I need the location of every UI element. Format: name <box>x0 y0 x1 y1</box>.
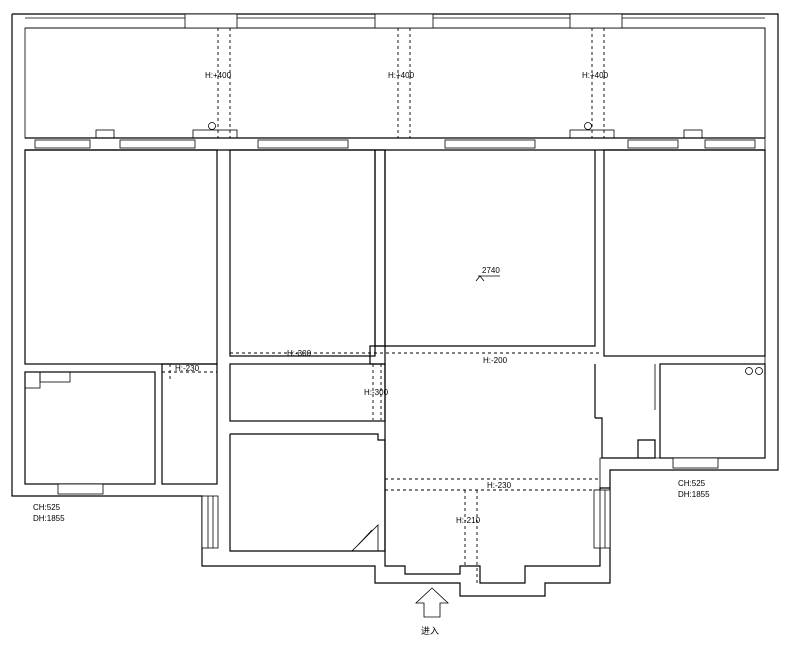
entry-area <box>384 364 610 584</box>
hall-corridor <box>229 363 386 422</box>
balcony-window-1 <box>184 13 238 29</box>
corridor-left <box>161 363 218 485</box>
bedroom-left <box>24 149 218 365</box>
right-window-dh-label: DH:1855 <box>678 490 710 499</box>
balcony-window-3 <box>569 13 623 29</box>
balcony-ceiling-label-2: H:+400 <box>388 71 415 80</box>
entrance-arrow-icon <box>414 587 450 618</box>
left-window-ch-label: CH:525 <box>33 503 61 512</box>
bedroom-middle <box>229 149 376 357</box>
outer-wall <box>11 13 779 597</box>
balcony-window-2 <box>374 13 434 29</box>
living-room <box>384 150 596 347</box>
entrance-label: 进入 <box>421 626 439 636</box>
bathroom-right <box>659 363 766 459</box>
hall-right-ceiling-label: H:-200 <box>483 356 508 365</box>
left-window-dh-label: DH:1855 <box>33 514 65 523</box>
entry-top-ceiling-label: H:-230 <box>487 481 512 490</box>
balcony-ceiling-label-1: H:+400 <box>205 71 232 80</box>
floor-drain-icon <box>584 122 592 130</box>
corridor-center-ceiling-label: H:-300 <box>364 388 389 397</box>
right-window-ch-label: CH:525 <box>678 479 706 488</box>
bedroom-right <box>603 149 766 357</box>
floor-drain-icon <box>208 122 216 130</box>
balcony <box>24 13 766 139</box>
inner-window-wall <box>25 137 765 151</box>
hall-left-ceiling-label: H:-300 <box>287 349 312 358</box>
floor-level-label: 2740 <box>482 266 500 275</box>
corridor-left-ceiling-label: H:-230 <box>175 364 200 373</box>
level-marker-icon <box>475 275 500 282</box>
bathroom-left <box>24 371 156 485</box>
balcony-ceiling-label-3: H:+400 <box>582 71 609 80</box>
entry-center-ceiling-label: H:-210 <box>456 516 481 525</box>
kitchen <box>229 433 386 552</box>
